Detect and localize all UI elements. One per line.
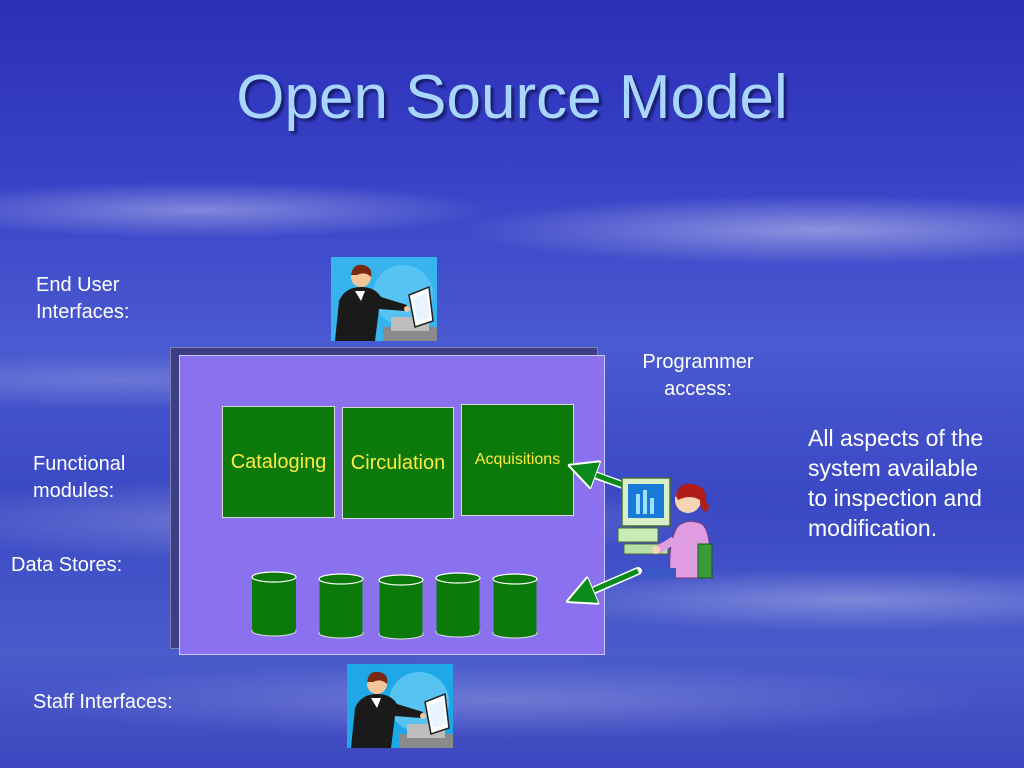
end-user-label: End User Interfaces: <box>36 274 130 323</box>
programmer-clipart-icon <box>616 470 716 580</box>
data-store <box>435 572 481 638</box>
slide-title: Open Source Model <box>236 63 788 132</box>
data-store <box>492 573 538 639</box>
data-store <box>251 571 297 637</box>
programmer-label: Programmer access: <box>642 351 754 400</box>
data-store <box>318 573 364 639</box>
data-store <box>378 574 424 640</box>
data-stores-label: Data Stores: <box>11 554 123 576</box>
staff-label: Staff Interfaces: <box>33 691 173 713</box>
module-cataloging: Cataloging <box>222 406 335 518</box>
functional-label: Functional modules: <box>33 453 126 502</box>
staff-clipart-icon <box>347 664 453 748</box>
end-user-clipart-icon <box>331 257 437 341</box>
module-circulation: Circulation <box>342 407 454 519</box>
module-acquisitions: Acquisitions <box>461 404 574 516</box>
all-aspects-text: All aspects of the system available to i… <box>808 425 984 541</box>
